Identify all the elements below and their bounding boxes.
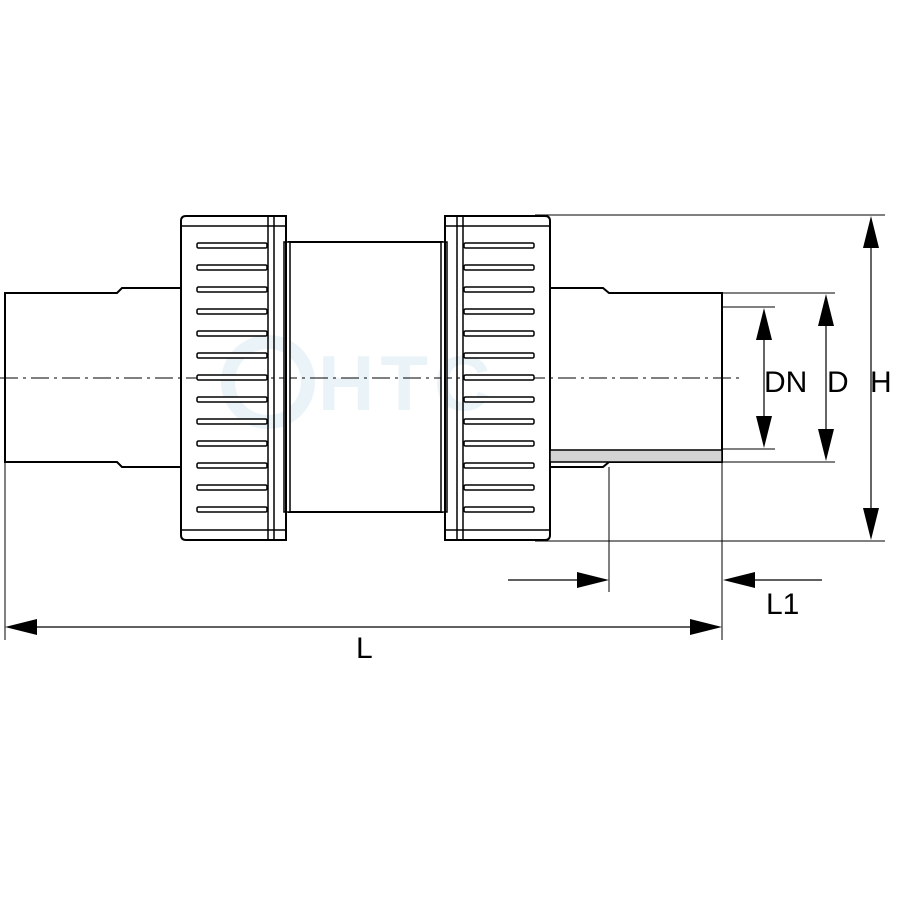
grip-rib [196,506,268,513]
left-tail-pipe [4,287,181,468]
arrowhead [690,619,722,635]
grip-rib [196,374,268,381]
l-dimension: L [5,619,722,665]
socket-depth-shading [549,449,723,463]
arrowhead [5,619,37,635]
arrowhead [723,572,755,588]
grip-rib [196,440,268,447]
grip-rib [196,462,268,469]
l1-label: L1 [766,588,799,621]
l-label: L [356,632,373,665]
grip-rib [463,484,535,491]
right-tail-pipe [549,287,723,468]
extension-lines [4,214,885,640]
grip-rib [196,396,268,403]
grip-rib [196,352,268,359]
grip-rib [463,308,535,315]
arrowhead [863,508,879,540]
grip-rib [196,418,268,425]
grip-rib [463,330,535,337]
grip-rib [196,264,268,271]
d-dimension: D [818,294,849,461]
grip-rib [463,440,535,447]
grip-rib [463,352,535,359]
right-union-nut [444,215,551,541]
grip-rib [196,308,268,315]
grip-rib [196,242,268,249]
watermark-text: HTC [318,339,496,427]
dn-label: DN [764,366,807,399]
grip-rib [463,286,535,293]
arrowhead [577,572,609,588]
grip-rib [463,396,535,403]
l1-dimension: L1 [508,572,822,621]
h-label: H [870,366,892,399]
grip-rib [196,330,268,337]
grip-rib [463,264,535,271]
arrowhead [756,416,772,448]
grip-rib [463,506,535,513]
arrowhead [818,294,834,326]
d-label: D [827,366,849,399]
arrowhead [818,429,834,461]
arrowhead [863,216,879,248]
grip-rib [463,374,535,381]
grip-rib [463,462,535,469]
grip-rib [463,242,535,249]
dn-dimension: DN [756,308,807,448]
grip-rib [196,484,268,491]
grip-rib [196,286,268,293]
h-dimension: H [863,216,892,540]
arrowhead [756,308,772,340]
left-union-nut [180,215,287,541]
grip-rib [463,418,535,425]
